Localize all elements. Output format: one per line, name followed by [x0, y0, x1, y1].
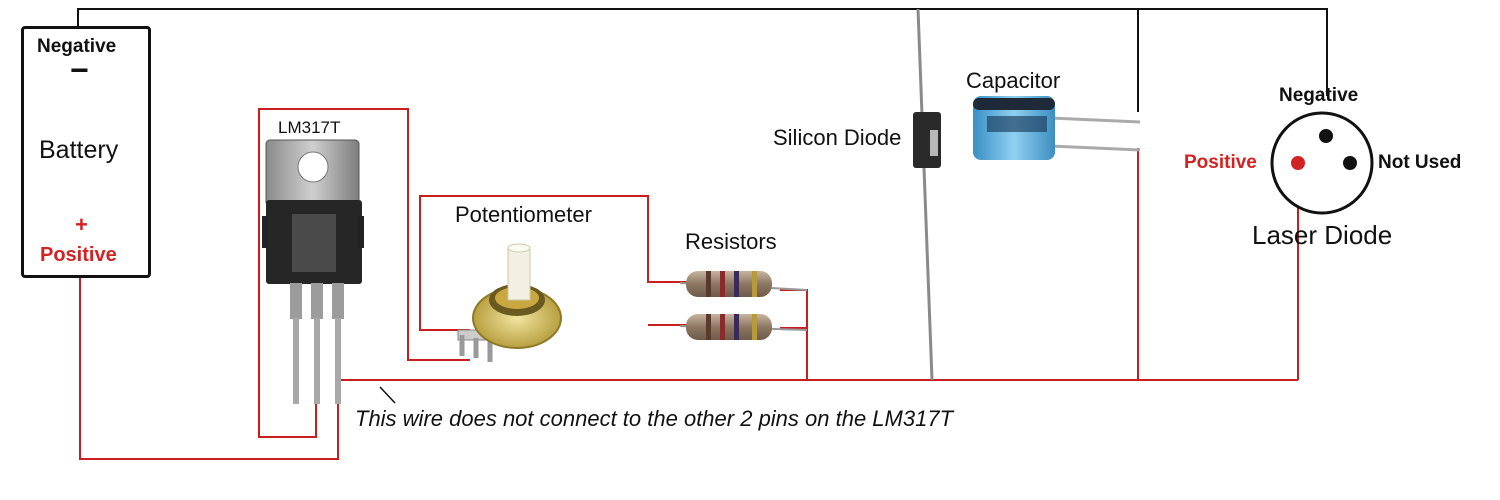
negative-wire-top [77, 8, 1328, 96]
battery-positive-symbol: + [75, 212, 88, 237]
battery-negative-symbol: − [70, 52, 89, 88]
laser-positive-label: Positive [1184, 152, 1257, 173]
lm317t-regulator [262, 139, 364, 404]
pot-loop-wire [419, 195, 688, 331]
battery [21, 26, 151, 278]
potentiometer-label: Potentiometer [455, 202, 592, 227]
resistors-label: Resistors [685, 229, 777, 254]
capacitor-label: Capacitor [966, 68, 1061, 93]
regulator-adjust-loop [258, 108, 470, 438]
note-pointer [379, 386, 396, 404]
laser-negative-pin [1319, 129, 1333, 143]
laser-diode-name-label: Laser Diode [1252, 220, 1393, 250]
regulator-pin-1 [293, 318, 299, 404]
capacitor-component [973, 96, 1141, 160]
negative-wires [77, 8, 1328, 112]
laser-negative-label: Negative [1279, 85, 1359, 106]
laser-diode-component [1270, 111, 1374, 215]
regulator-pin-2 [314, 318, 320, 404]
silicon-diode [913, 8, 941, 381]
battery-name-label: Battery [39, 136, 119, 164]
laser-unused-pin [1343, 156, 1357, 170]
laser-positive-pin [1291, 156, 1305, 170]
resistor-top [679, 271, 808, 297]
regulator-label: LM317T [278, 118, 341, 137]
regulator-pin-3 [335, 318, 341, 404]
potentiometer-component [457, 243, 562, 362]
wire-note: This wire does not connect to the other … [355, 406, 954, 431]
silicon-diode-label: Silicon Diode [773, 125, 902, 150]
laser-unused-label: Not Used [1378, 152, 1462, 173]
resistor-right-bus [780, 289, 808, 380]
battery-positive-wire [79, 275, 339, 460]
battery-negative-label: Negative [37, 36, 117, 57]
resistor-bottom [679, 314, 808, 340]
battery-positive-label: Positive [40, 244, 117, 266]
